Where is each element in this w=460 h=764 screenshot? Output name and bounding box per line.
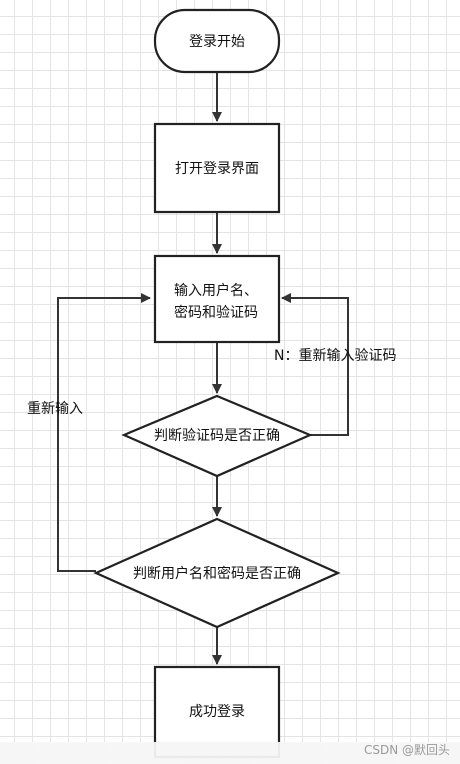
open-login-label: 打开登录界面 <box>175 160 259 177</box>
input-label-line2: 密码和验证码 <box>174 304 258 321</box>
start-label: 登录开始 <box>189 34 245 50</box>
open-login-box <box>153 122 281 214</box>
edge-credentials-fail-loop <box>57 293 151 572</box>
credentials-fail-label: 重新输入 <box>27 401 83 417</box>
credentials-decision <box>93 517 341 629</box>
success-label: 成功登录 <box>189 704 245 720</box>
watermark-bar: CSDN @默回头 <box>0 742 460 764</box>
start-terminator <box>153 8 281 74</box>
credentials-decision-label: 判断用户名和密码是否正确 <box>133 565 301 582</box>
input-label-line1: 输入用户名、 <box>174 282 258 299</box>
captcha-decision <box>121 394 313 478</box>
watermark-text: CSDN @默回头 <box>363 743 450 757</box>
input-box <box>153 254 281 344</box>
captcha-fail-label: N：重新输入验证码 <box>274 348 396 364</box>
captcha-decision-label: 判断验证码是否正确 <box>154 428 280 444</box>
edge-captcha-fail-loop <box>281 293 349 436</box>
